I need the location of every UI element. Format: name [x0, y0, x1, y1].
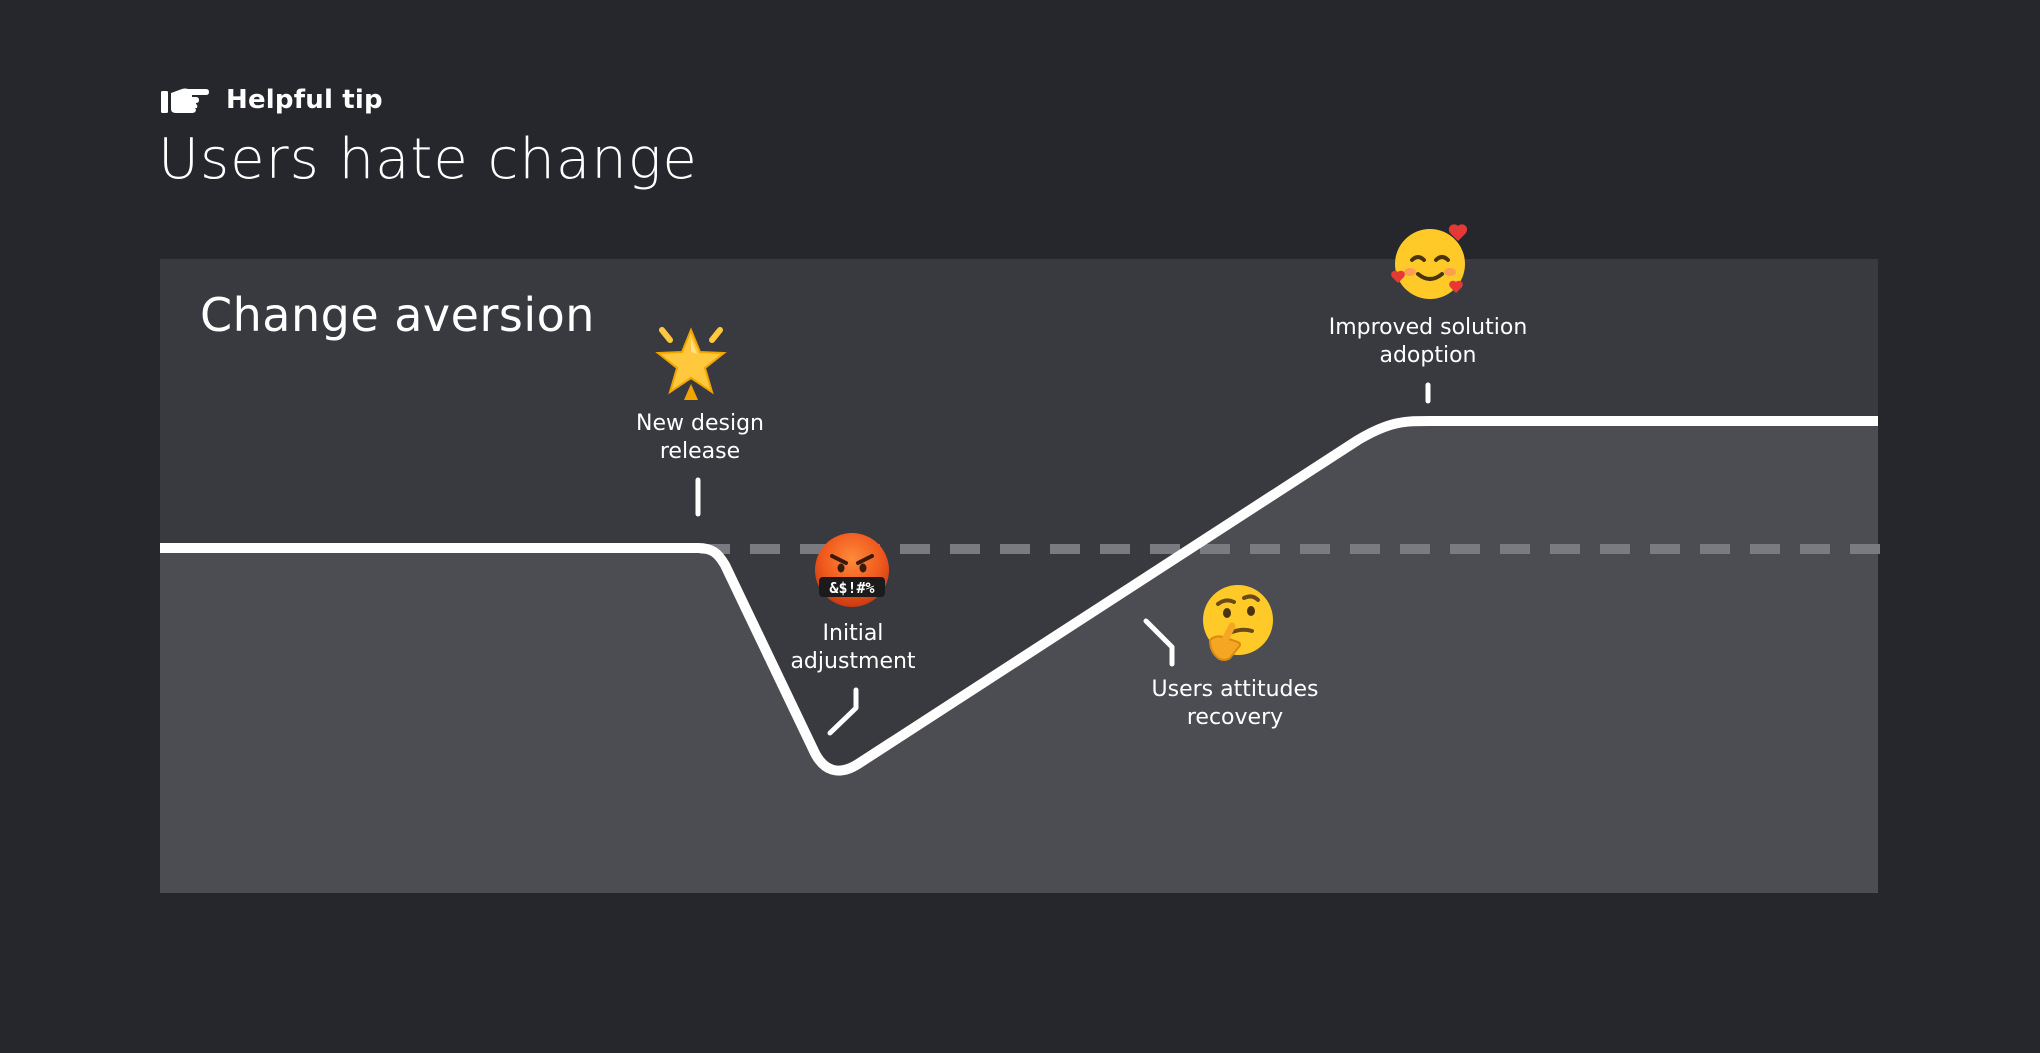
smiling-face-with-hearts-icon	[1391, 224, 1468, 299]
change-aversion-curve	[160, 416, 1878, 776]
pointer-users-attitudes-recovery	[1143, 618, 1175, 667]
helpful-tip-eyebrow: Helpful tip	[160, 80, 383, 120]
label-improved-solution-adoption: Improved solution adoption	[1328, 315, 1528, 368]
page-title: Users hate change	[158, 127, 698, 192]
label-initial-adjustment: Initial adjustment	[790, 621, 916, 674]
diagram-title: Change aversion	[200, 288, 595, 342]
glowing-star-icon	[655, 327, 727, 400]
swearing-symbols: &$!#%	[829, 579, 874, 597]
thinking-face-icon	[1203, 585, 1273, 661]
area-under-curve	[160, 421, 1878, 893]
swearing-face-icon: &$!#%	[815, 533, 889, 607]
eyebrow-label: Helpful tip	[226, 85, 383, 115]
label-new-design-release: New design release	[636, 411, 764, 464]
pointing-hand-icon	[160, 84, 210, 116]
pointer-initial-adjustment	[827, 687, 859, 736]
label-users-attitudes-recovery: Users attitudes recovery	[1151, 677, 1319, 730]
